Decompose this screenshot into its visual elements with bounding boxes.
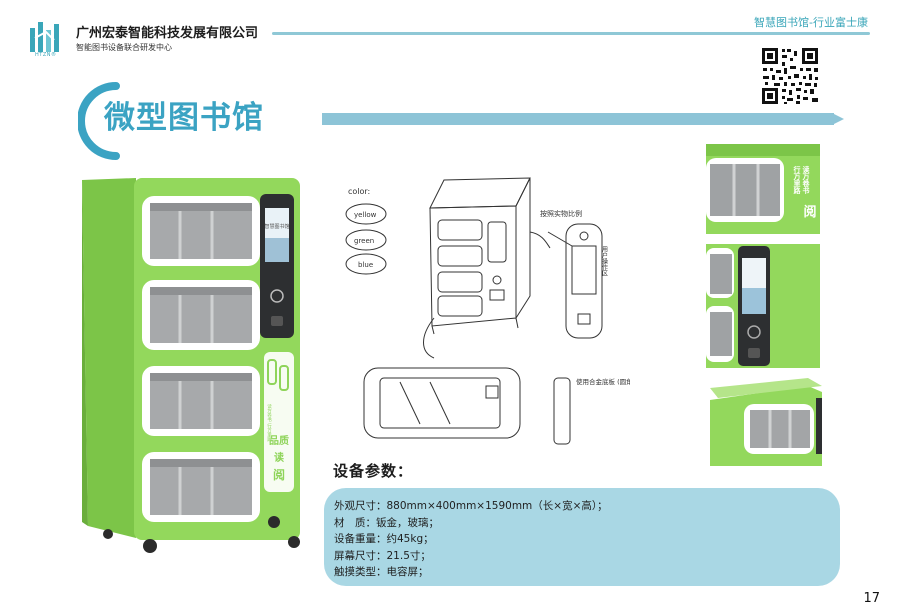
detail-photo-top: 读万卷书 行万里路 阅 [706,144,820,234]
page-number: 17 [863,591,880,606]
logo-subtext: HTZN® [35,52,57,58]
spec-box [324,488,840,586]
cabinet-side-text-3: 阅 [273,467,285,482]
spec-heading: 设备参数： [333,462,414,480]
title-arc-decoration [78,82,120,160]
sketch-note-bottom: 使用合金底板 (圆角) [576,377,630,386]
header-tagline: 智慧图书馆-行业富士康 [754,16,868,29]
cabinet-small-text: 读万卷书 行万里路 [267,403,272,443]
design-sketch: color: yellow green blue 按照实物比例 用户操作区 使用… [345,177,630,445]
title-bar-arrow [832,113,844,125]
sketch-yellow-label: yellow [354,211,377,219]
sketch-note-mid: 用户操作区 [601,246,608,276]
detail-slogan-2: 行万里路 [793,165,802,195]
header-divider [272,32,870,35]
title-bar-decoration [322,113,834,125]
page-title: 微型图书馆 [104,100,264,136]
spec-item-screen-size: 屏幕尺寸：21.5寸； [334,549,431,562]
cabinet-screen-text: 智慧图书馆 [264,223,289,230]
sketch-color-label: color: [348,187,370,196]
spec-item-weight: 设备重量：约45kg； [334,533,434,545]
qr-code-icon [760,46,820,106]
cabinet-side-text-1: 品质 [269,434,289,447]
spec-item-dimensions: 外观尺寸：880mm×400mm×1590mm（长×宽×高）； [334,500,608,512]
company-name: 广州宏泰智能科技发展有限公司 [76,26,259,41]
company-subtitle: 智能图书设备联合研发中心 [76,43,172,52]
company-logo-icon [30,22,59,52]
spec-item-touch-type: 触摸类型：电容屏； [334,566,429,578]
book-cabinet-illustration: 智慧图书馆 品质 读 阅 读万卷书 行万里路 [82,178,300,553]
sketch-blue-label: blue [358,261,373,269]
detail-slogan-char: 阅 [803,204,816,220]
detail-photo-bottom [710,378,822,466]
spec-item-material: 材 质：钣金，玻璃； [334,516,439,529]
sketch-note-top: 按照实物比例 [540,209,582,218]
detail-photo-middle [706,244,820,368]
cabinet-side-text-2: 读 [274,451,284,464]
sketch-green-label: green [354,237,374,245]
spec-list: 外观尺寸：880mm×400mm×1590mm（长×宽×高）； 材 质：钣金，玻… [334,498,608,581]
detail-slogan-1: 读万卷书 [802,165,811,195]
